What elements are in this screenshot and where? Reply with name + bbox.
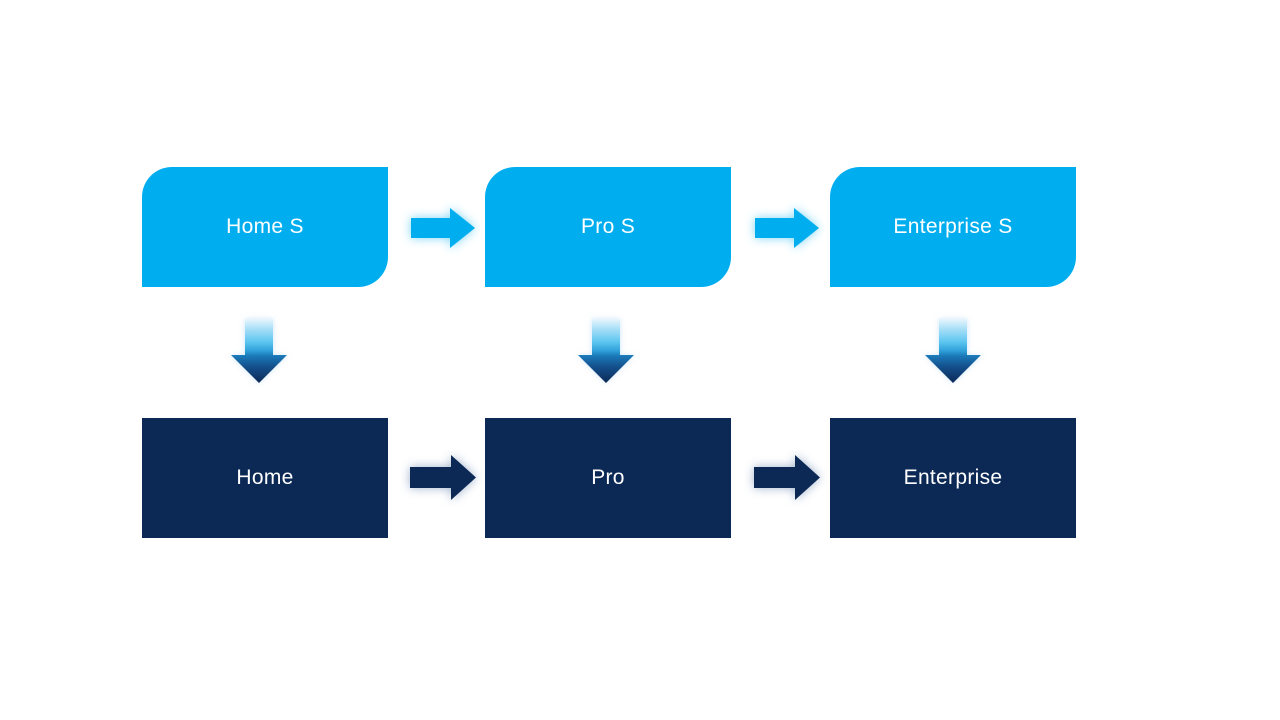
box-pro-s: Pro S bbox=[485, 167, 731, 287]
box-label: Enterprise bbox=[903, 466, 1003, 489]
right-arrow-icon bbox=[755, 208, 819, 248]
box-enterprise-s: Enterprise S bbox=[830, 167, 1076, 287]
box-home-s: Home S bbox=[142, 167, 388, 287]
box-label: Enterprise S bbox=[893, 215, 1013, 238]
right-arrow-icon bbox=[410, 455, 476, 500]
box-label: Pro S bbox=[580, 215, 636, 238]
down-arrow-icon bbox=[231, 319, 287, 383]
down-arrow-icon bbox=[578, 319, 634, 383]
box-label: Home S bbox=[226, 215, 304, 238]
box-label: Home bbox=[236, 466, 294, 489]
box-home: Home bbox=[142, 418, 388, 538]
box-label: Pro bbox=[591, 466, 625, 489]
right-arrow-icon bbox=[411, 208, 475, 248]
box-enterprise: Enterprise bbox=[830, 418, 1076, 538]
right-arrow-icon bbox=[754, 455, 820, 500]
down-arrow-icon bbox=[925, 319, 981, 383]
box-pro: Pro bbox=[485, 418, 731, 538]
